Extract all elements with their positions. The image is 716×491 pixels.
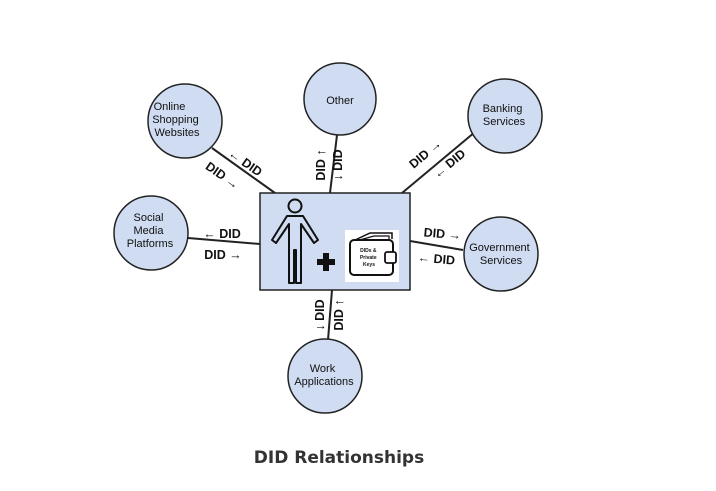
node-label-line: Other [326, 95, 354, 107]
wallet-icon: DIDs & Private Keys [345, 230, 399, 282]
wallet-label-line: Private [360, 255, 377, 261]
edge-line-social [187, 237, 261, 245]
wallet-label-line: Keys [363, 262, 375, 268]
edge-label-other-outbound: DID ↑ [314, 149, 328, 180]
edge-line-work [327, 289, 333, 341]
node-social-media: Social Media Platforms [113, 195, 189, 271]
edge-label-government-outbound: DID → [423, 225, 462, 242]
edge-label-social-outbound: ← DID [203, 227, 241, 241]
node-label-line: Platforms [127, 238, 174, 250]
node-label-line: Online [154, 101, 186, 113]
node-banking: Banking Services [467, 78, 543, 154]
node-label-line: Government [469, 242, 530, 254]
node-label-line: Banking [483, 103, 523, 115]
plus-icon [317, 253, 335, 271]
node-online-shopping: Online Shopping Websites [147, 83, 223, 159]
edge-line-banking [401, 131, 476, 194]
connector-lines [187, 131, 476, 341]
node-government: Government Services [463, 216, 539, 292]
center-identity-box: DIDs & Private Keys [259, 192, 411, 291]
node-label-line: Media [133, 225, 164, 237]
edge-line-government [409, 240, 464, 251]
node-circle-work-applications [287, 338, 363, 414]
node-label-government: Government Services [469, 242, 533, 267]
wallet-label-line: DIDs & [360, 248, 377, 254]
node-label-line: Applications [294, 376, 354, 388]
edge-line-other [329, 134, 338, 194]
node-label-line: Services [483, 116, 526, 128]
node-other: Other [303, 62, 377, 136]
edge-label-other-inbound: ↓ DID [331, 149, 345, 180]
edge-label-government-inbound: ← DID [417, 250, 456, 267]
node-label-line: Websites [154, 127, 200, 139]
node-label-work-applications: Work Applications [294, 363, 354, 388]
node-label-other: Other [326, 95, 354, 107]
node-label-banking: Banking Services [483, 103, 526, 128]
node-work-applications: Work Applications [287, 338, 363, 414]
edge-label-work-outbound: ↓ DID [313, 299, 327, 330]
node-label-line: Social [133, 212, 163, 224]
person-icon [271, 198, 319, 284]
node-label-social-media: Social Media Platforms [127, 212, 174, 250]
edge-label-work-inbound: DID ↑ [332, 299, 346, 330]
edge-label-social-inbound: DID → [204, 248, 242, 262]
node-label-line: Work [310, 363, 336, 375]
wallet-label: DIDs & Private Keys [360, 248, 378, 268]
node-label-line: Services [480, 255, 523, 267]
node-circle-social-media [113, 195, 189, 271]
node-circle-online-shopping [147, 83, 223, 159]
node-label-line: Shopping [152, 114, 199, 126]
node-label-online-shopping: Online Shopping Websites [152, 101, 202, 139]
edge-line-shopping [211, 147, 276, 194]
node-circle-other [303, 62, 377, 136]
node-circle-banking [467, 78, 543, 154]
node-circle-government [463, 216, 539, 292]
diagram-caption: DID Relationships [253, 448, 425, 468]
